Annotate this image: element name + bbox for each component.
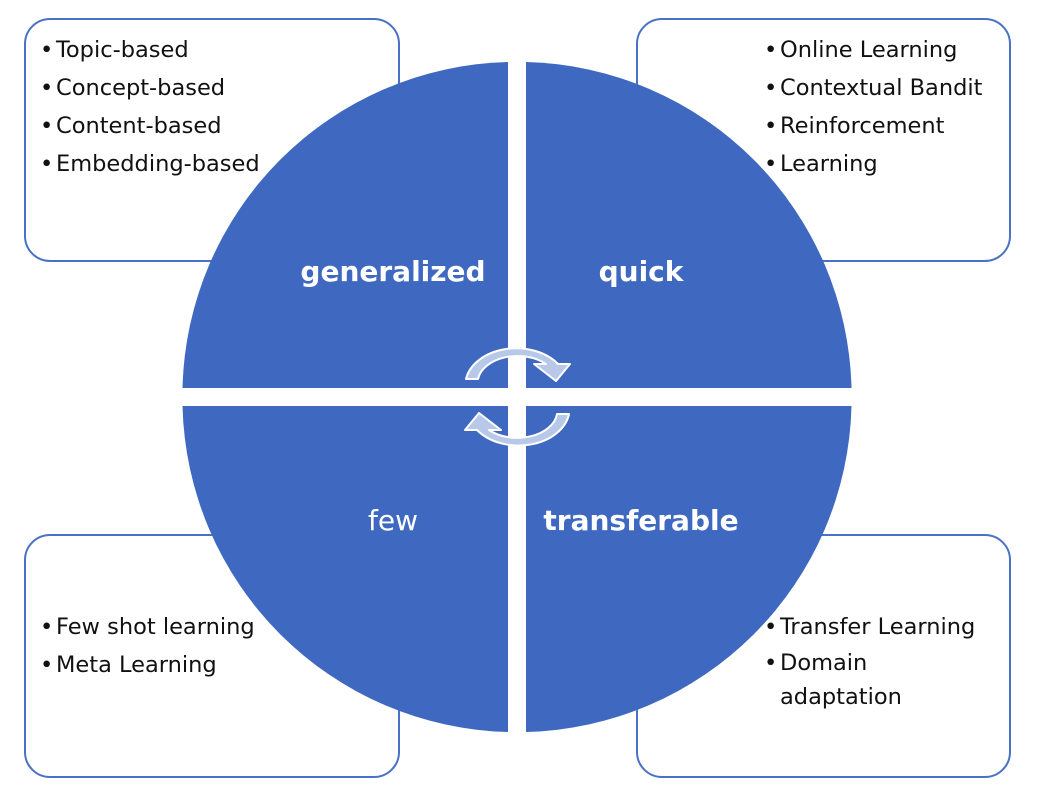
list-item: Online Learning: [764, 31, 982, 69]
label-quick: quick: [598, 255, 684, 288]
list-item: Contextual Bandit: [764, 69, 982, 107]
list-bottom-right: Transfer Learning Domain adaptation: [764, 608, 989, 714]
list-item: Embedding-based: [40, 145, 260, 183]
list-item: Content-based: [40, 107, 260, 145]
list-top-right: Online Learning Contextual Bandit Reinfo…: [764, 31, 982, 183]
list-bottom-left: Few shot learning Meta Learning: [40, 608, 255, 684]
list-item: Meta Learning: [40, 646, 255, 684]
list-item: Learning: [764, 145, 982, 183]
cycle-arrow-bottom-icon: [464, 412, 570, 447]
label-transferable: transferable: [543, 504, 739, 537]
list-item: Topic-based: [40, 31, 260, 69]
label-few: few: [368, 504, 418, 537]
quadrant-bottom-right: [526, 406, 852, 732]
list-item: Few shot learning: [40, 608, 255, 646]
quadrant-top-left: [182, 62, 508, 388]
quadrant-top-right: [526, 62, 852, 388]
list-item: Transfer Learning: [764, 608, 989, 646]
quadrant-bottom-left: [182, 406, 508, 732]
label-generalized: generalized: [300, 255, 486, 288]
list-item: Reinforcement: [764, 107, 982, 145]
list-item: Domain adaptation: [764, 646, 989, 714]
list-top-left: Topic-based Concept-based Content-based …: [40, 31, 260, 183]
cycle-arrow-top-icon: [465, 347, 571, 382]
list-item: Concept-based: [40, 69, 260, 107]
